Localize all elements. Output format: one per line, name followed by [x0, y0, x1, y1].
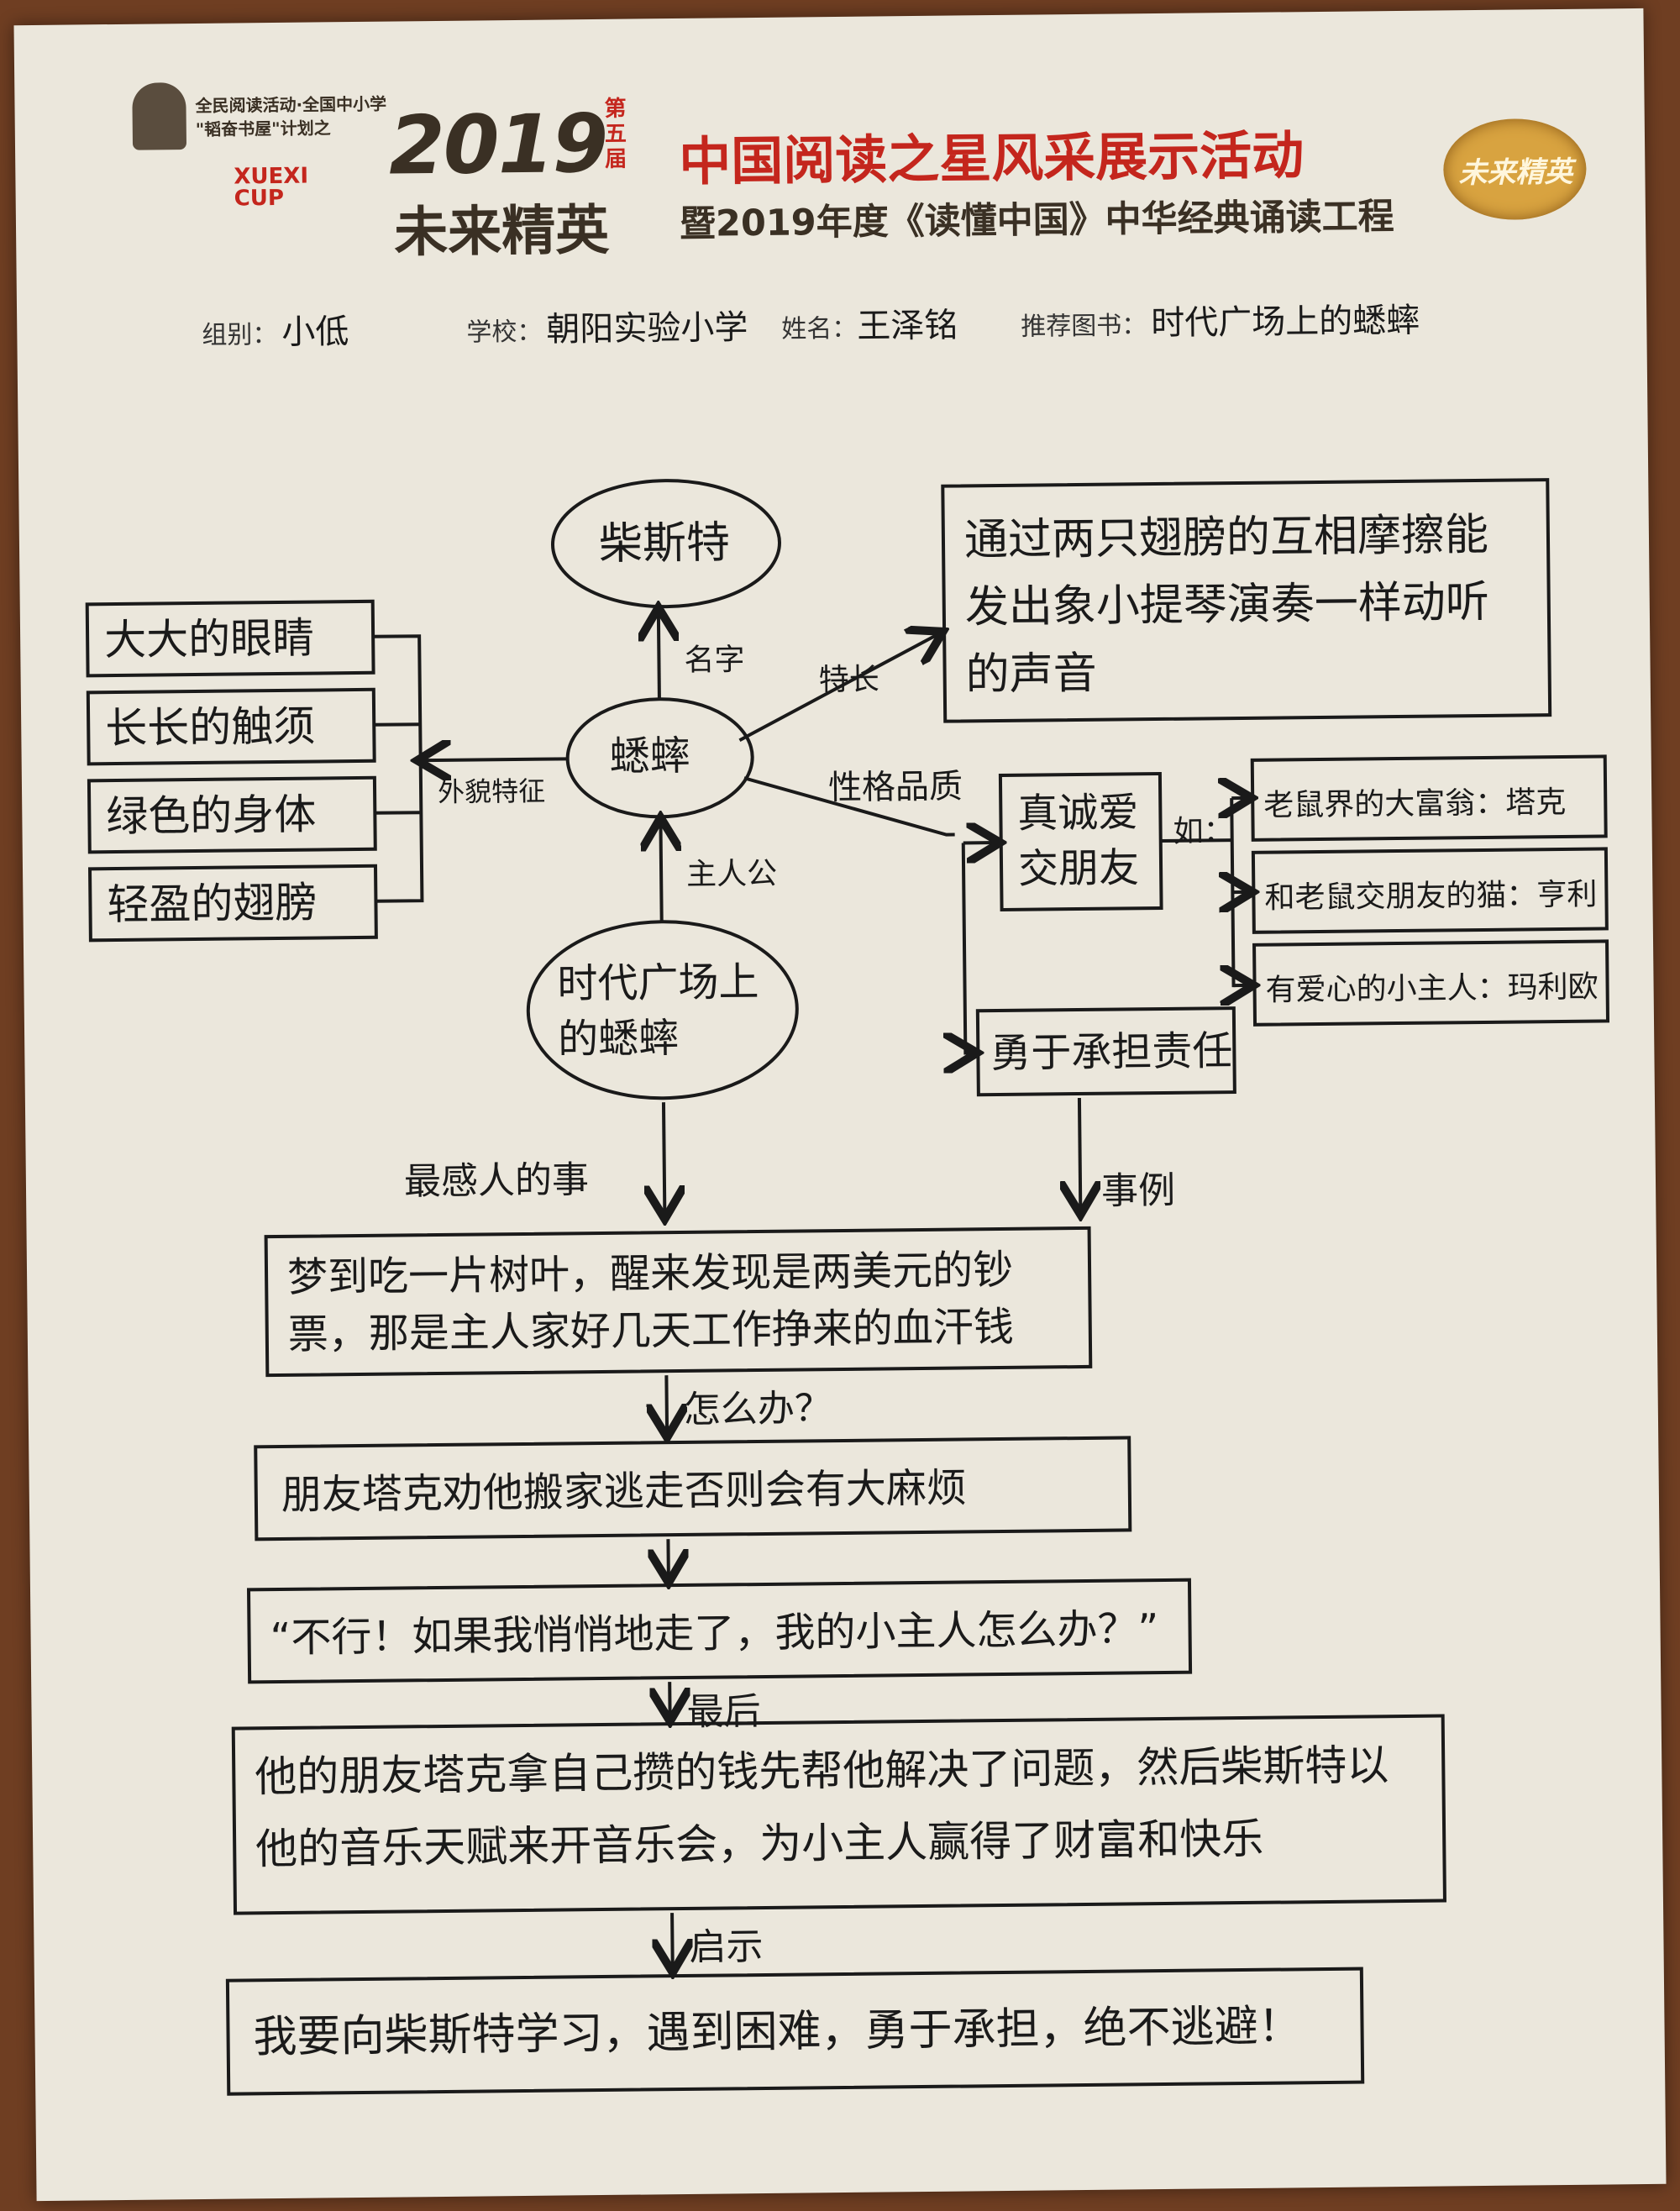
story-step-2: 朋友塔克劝他搬家逃走否则会有大麻烦: [281, 1464, 968, 1519]
story-box-3: [246, 1578, 1193, 1684]
center-node: 蟋蟀: [609, 732, 690, 780]
edge-character-label: 性格品质: [827, 767, 963, 808]
story-box-2: [254, 1436, 1132, 1541]
appearance-item-4: 轻盈的翅膀: [107, 878, 318, 930]
edge-inspire: [672, 1913, 673, 1969]
friend-item-3: 有爱心的小主人：玛利欧: [1265, 969, 1599, 1008]
edge-case: [1079, 1097, 1080, 1211]
edge-inspire-label: 启示: [689, 1925, 764, 1969]
worksheet-paper: 全民阅读活动·全国中小学 "韬奋书屋"计划之 XUEXI CUP 2019 第五…: [13, 8, 1667, 2202]
edge-to-refusal: [668, 1539, 669, 1579]
edge-skill: [738, 633, 941, 742]
edge-what: [666, 1375, 667, 1434]
appearance-item-1: 大大的眼睛: [103, 613, 315, 665]
friend-item-1: 老鼠界的大富翁：塔克: [1263, 785, 1567, 823]
edge-protagonist: [660, 821, 661, 922]
edge-example-label: 如：: [1173, 814, 1234, 849]
story-box-1: [264, 1226, 1093, 1378]
appearance-item-2: 长长的触须: [104, 701, 316, 754]
lesson-box: [225, 1967, 1365, 2096]
skill-box: 通过两只翅膀的互相摩擦能发出象小提琴演奏一样动听的声音: [963, 509, 1490, 701]
story-step-3: “不行！如果我悄悄地走了，我的小主人怎么办？”: [270, 1605, 1159, 1662]
edge-case-label: 事例: [1100, 1169, 1176, 1213]
skill-box-shape: [941, 478, 1552, 723]
appearance-tick-2: [374, 722, 421, 727]
edge-skill-label: 特长: [818, 662, 879, 698]
lesson-text: 我要向柴斯特学习，遇到困难，勇于承担，绝不逃避！: [253, 2001, 1302, 2063]
appearance-bracket: [373, 634, 424, 903]
edge-name-label: 名字: [684, 643, 745, 678]
mind-map-lines: [85, 478, 1610, 2096]
trait-brave: 勇于承担责任: [990, 1027, 1233, 1078]
story-step-4: 他的朋友塔克拿自己攒的钱先帮他解决了问题，然后柴斯特以他的音乐天赋来开音乐会，为…: [255, 1741, 1389, 1874]
story-step-1: 梦到吃一片树叶，醒来发现是两美元的钞票，那是主人家好几天工作挣来的血汗钱: [286, 1246, 1015, 1358]
appearance-tick-3: [375, 811, 422, 815]
sincere-to-friends: [1160, 838, 1232, 843]
book-node: 时代广场上的蟋蟀: [557, 958, 759, 1063]
character-branch: [961, 843, 974, 1055]
edge-appearance: [421, 759, 568, 760]
edge-protagonist-label: 主人公: [685, 856, 778, 892]
edge-appearance-label: 外貌特征: [437, 775, 546, 808]
appearance-item-3: 绿色的身体: [106, 790, 317, 842]
name-node: 柴斯特: [598, 517, 731, 570]
edge-character: [743, 776, 955, 837]
friend-item-2: 和老鼠交朋友的猫：亨利: [1264, 877, 1598, 916]
edge-what-label: 怎么办？: [683, 1387, 832, 1431]
edge-touching-label: 最感人的事: [403, 1158, 590, 1204]
edge-finally-label: 最后: [686, 1690, 761, 1734]
trait-sincere: 真诚爱交朋友: [1017, 789, 1140, 893]
story-box-4: [231, 1714, 1446, 1915]
